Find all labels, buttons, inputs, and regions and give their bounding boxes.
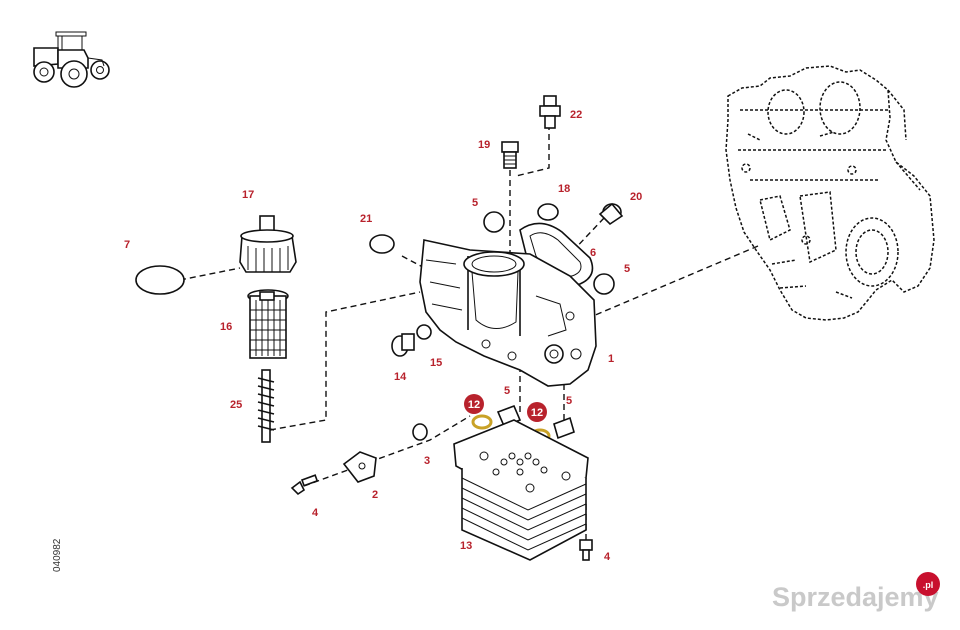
watermark-badge — [916, 572, 940, 596]
callout-badge-12-right: 12 — [527, 402, 547, 422]
callout-18: 18 — [558, 183, 570, 195]
standpipe-part-25 — [257, 369, 275, 443]
svg-text:12: 12 — [531, 407, 543, 419]
watermark-text: Sprzedajemy — [772, 582, 939, 612]
callout-5-c: 5 — [504, 385, 510, 397]
callout-4-a: 4 — [312, 507, 319, 519]
oil-filter-housing-part-1 — [419, 239, 597, 387]
callout-3: 3 — [424, 455, 430, 467]
seal-part-5-lower-right — [553, 416, 575, 440]
callout-1: 1 — [608, 353, 614, 365]
callout-20: 20 — [630, 191, 642, 203]
svg-text:12: 12 — [468, 399, 480, 411]
o-ring-part-18 — [537, 203, 559, 221]
callout-7: 7 — [124, 239, 130, 251]
seal-part-5-upper-left — [483, 211, 505, 233]
seal-part-5-upper-right — [593, 273, 615, 295]
callout-6: 6 — [590, 247, 596, 259]
o-ring-part-15 — [416, 324, 432, 340]
o-ring-part-3 — [412, 423, 428, 441]
callout-21: 21 — [360, 213, 372, 225]
callout-5-b: 5 — [624, 263, 630, 275]
filter-cap-part-17 — [239, 215, 297, 273]
callout-5-d: 5 — [566, 395, 572, 407]
callout-14: 14 — [394, 371, 407, 383]
drain-plug-part-14 — [391, 333, 415, 357]
bolt-part-4-right — [579, 539, 593, 561]
callout-5-a: 5 — [472, 197, 478, 209]
cap-part-21 — [369, 234, 395, 254]
callout-22: 22 — [570, 109, 582, 121]
watermark-badge-text: .pl — [923, 580, 934, 590]
callout-2: 2 — [372, 489, 378, 501]
plug-part-19 — [501, 141, 519, 169]
callout-15: 15 — [430, 357, 442, 369]
callout-17: 17 — [242, 189, 254, 201]
engine-block — [725, 65, 935, 321]
callout-16: 16 — [220, 321, 232, 333]
o-ring-part-7 — [135, 265, 185, 295]
callout-badge-12-left: 12 — [464, 394, 484, 414]
figure-code: 040982 — [52, 538, 63, 572]
sensor-part-22 — [539, 95, 561, 129]
bolt-part-4-left — [290, 474, 319, 496]
callout-25: 25 — [230, 399, 242, 411]
seal-part-12-left — [471, 414, 493, 430]
watermark: Sprzedajemy .pl — [772, 572, 940, 612]
plug-part-20 — [598, 202, 624, 226]
cover-plate-part-2 — [342, 451, 377, 483]
callout-4-b: 4 — [604, 551, 611, 563]
oil-cooler-part-13 — [453, 419, 589, 561]
tractor-icon — [33, 31, 110, 88]
filter-element-part-16 — [247, 289, 289, 359]
callout-13: 13 — [460, 540, 472, 552]
callout-19: 19 — [478, 139, 490, 151]
